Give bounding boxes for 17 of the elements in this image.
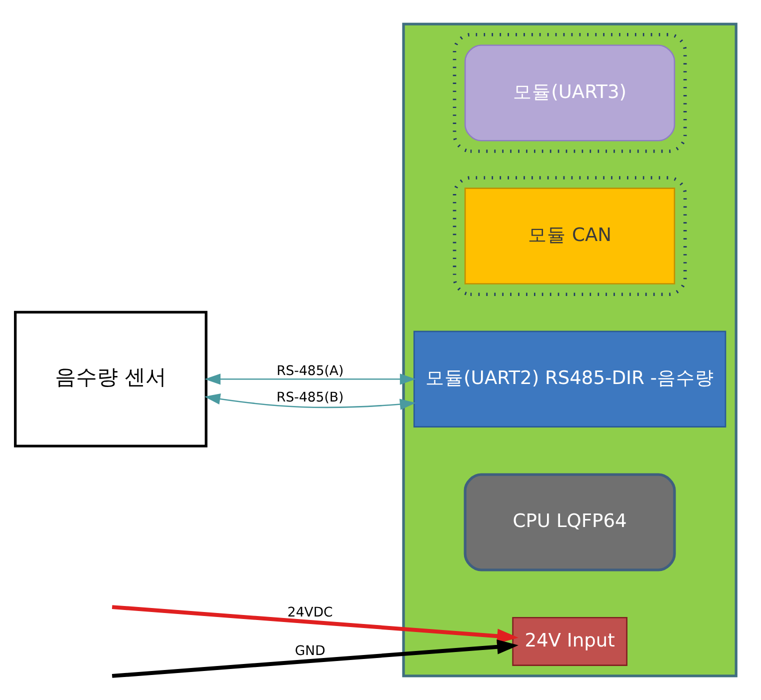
node-box: 음수량 센서 bbox=[13, 310, 207, 448]
arrow bbox=[204, 393, 416, 410]
node-box: 모듈(UART3) bbox=[464, 44, 675, 142]
node-box: 모듈(UART2) RS485-DIR -음수량 bbox=[412, 330, 726, 428]
node-box: 모듈 CAN bbox=[464, 188, 675, 284]
node-box: CPU LQFP64 bbox=[463, 473, 676, 572]
cluster bbox=[402, 22, 737, 678]
node-box: 24V Input bbox=[512, 616, 627, 666]
arrow bbox=[204, 374, 416, 385]
edge-label: RS-485(A) bbox=[276, 364, 344, 380]
arrow bbox=[111, 639, 518, 678]
cluster bbox=[452, 33, 686, 153]
edge-label: 24VDC bbox=[286, 605, 332, 620]
edge-label: GND bbox=[294, 644, 325, 659]
cluster bbox=[452, 176, 686, 296]
edge-label: RS-485(B) bbox=[276, 390, 344, 406]
arrow bbox=[111, 605, 518, 644]
